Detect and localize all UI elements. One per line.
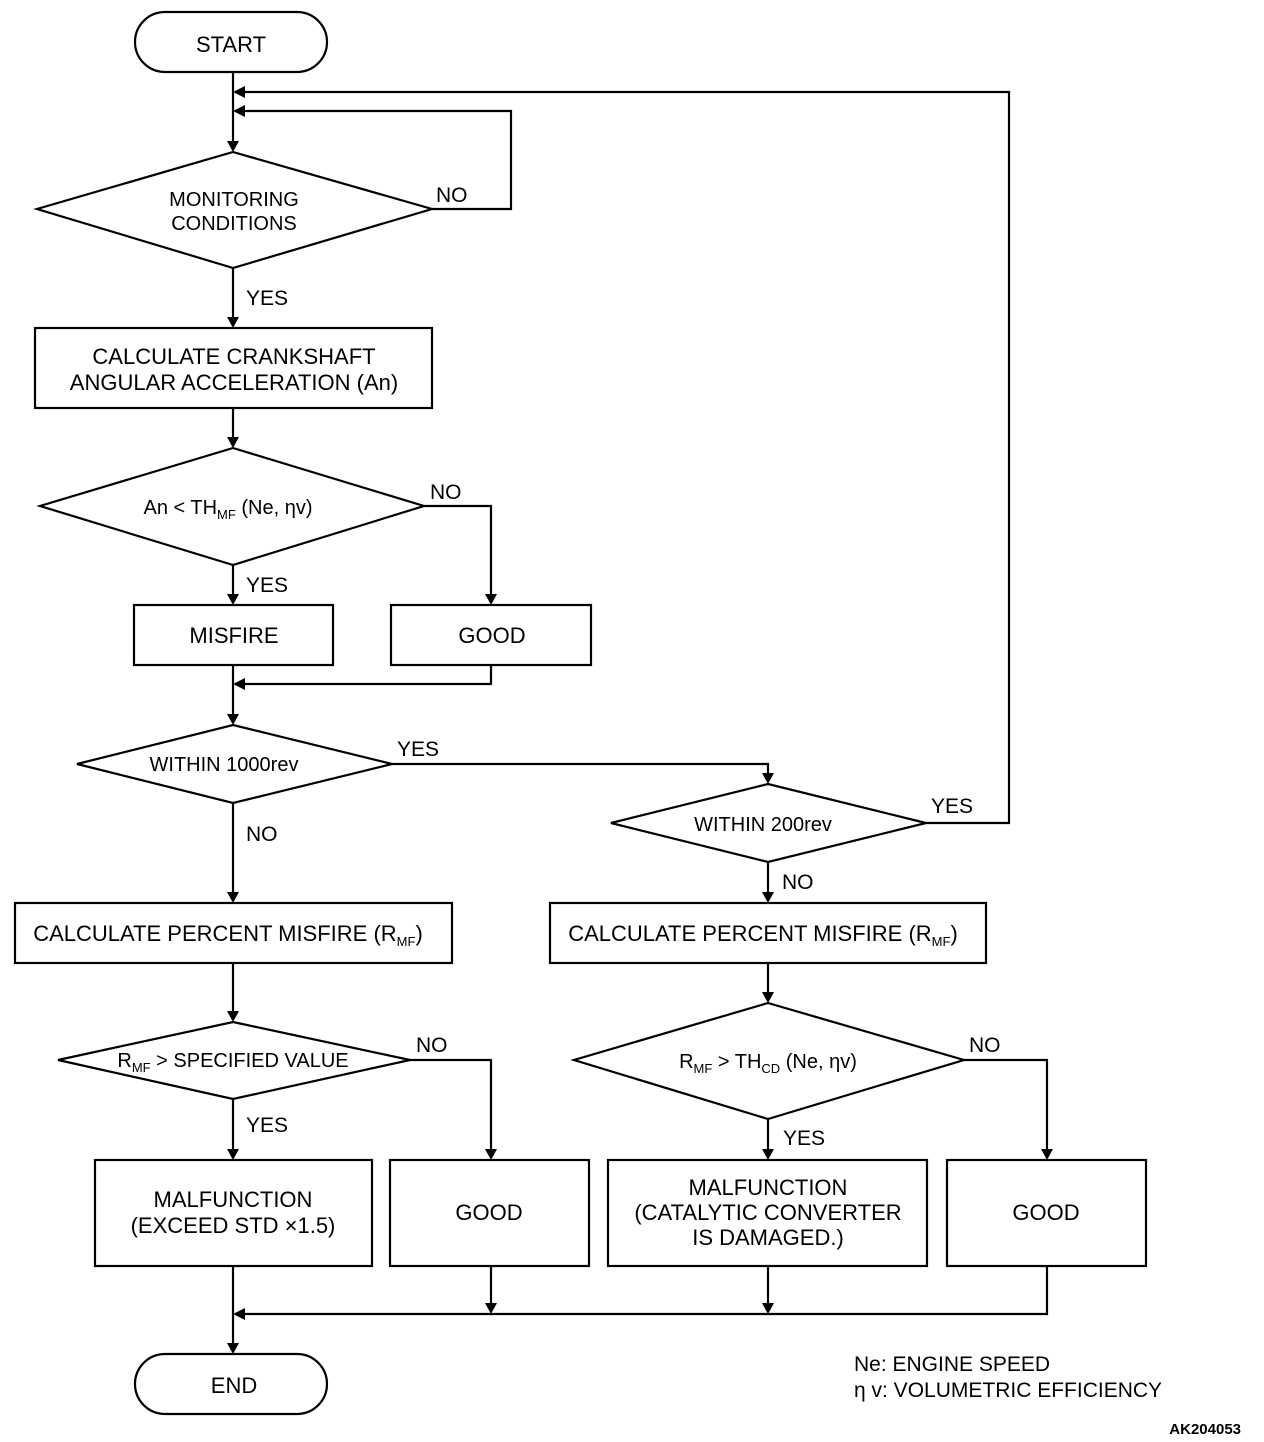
cond-spec-decision [57,1020,411,1101]
label-an-yes: YES [246,574,288,597]
edge-spec-no [410,1058,493,1150]
legend: Ne: ENGINE SPEED η v: VOLUMETRIC EFFICIE… [854,1353,1241,1438]
arrow-good1-merge [233,678,245,690]
malfunction-right-box [606,1158,929,1268]
calc-pct-left-box [13,901,454,965]
edge-good1-merge [243,665,493,686]
label-spec-yes: YES [246,1114,288,1137]
arrow-into-misfire [227,594,239,605]
arrow-into-malf-right [762,1149,774,1160]
arrow-into-good-3 [1041,1149,1053,1160]
malfunction-left-line1: MALFUNCTION [154,1187,313,1212]
label-w1000-no: NO [246,823,278,846]
arrow-loop-monitor-join [233,105,245,117]
arrow-into-w200 [762,773,774,784]
monitoring-decision [33,150,436,270]
good-box-1 [389,603,593,667]
label-thcd-yes: YES [783,1127,825,1150]
label-w200-yes: YES [931,795,973,818]
arrow-loop-200-join [233,86,245,98]
arrow-into-good-2 [485,1149,497,1160]
edge-w1000-yes [392,762,770,774]
cond-thcd-label: RMF > THCD (Ne, ηv) [679,1051,857,1076]
good-box-2 [388,1158,591,1268]
edge-labels: NO YES NO YES YES NO YES NO NO YES NO YE… [246,184,1001,1150]
end-label: END [211,1373,257,1398]
arrow-into-end [227,1343,239,1354]
arrow-into-cond-thcd [762,992,774,1003]
figure-code: AK204053 [1169,1421,1241,1438]
calc-pct-left-label: CALCULATE PERCENT MISFIRE (RMF) [33,921,423,949]
label-monitoring-yes: YES [246,287,288,310]
arrow-into-malf-left [227,1149,239,1160]
monitoring-label-line1: MONITORING [169,189,299,211]
within-200-decision [610,782,927,864]
cond-an-label: An < THMF (Ne, ηv) [143,497,312,522]
label-monitoring-no: NO [436,184,468,207]
edge-bottom-merge [243,1266,1049,1316]
within-1000-label: WITHIN 1000rev [150,754,299,776]
malfunction-right-line3: IS DAMAGED.) [692,1225,844,1250]
cond-an-decision [36,446,428,567]
arrow-into-cond-an [227,437,239,448]
label-w200-no: NO [782,871,814,894]
malfunction-left-box [93,1158,374,1268]
arrow-good2-down [485,1303,497,1314]
within-200-label: WITHIN 200rev [694,814,832,836]
end-terminal [133,1352,329,1416]
calc-pct-right-box [548,901,988,965]
arrow-into-calc-pct-right [762,892,774,903]
edge-an-no [424,504,493,595]
misfire-label: MISFIRE [189,623,278,648]
arrow-malf-right-down [762,1303,774,1314]
calc-accel-line1: CALCULATE CRANKSHAFT [92,344,375,369]
arrow-into-cond-spec [227,1011,239,1022]
good-label-2: GOOD [455,1200,522,1225]
label-thcd-no: NO [969,1034,1001,1057]
arrow-bottom-merge [233,1308,245,1320]
edges [227,72,1053,1354]
nodes: START MONITORING CONDITIONS CALCULATE CR… [13,10,1148,1416]
malfunction-right-line2: (CATALYTIC CONVERTER [634,1200,901,1225]
edge-monitoring-no-loop [243,109,513,211]
calc-accel-box [33,326,434,410]
misfire-box [132,603,335,667]
monitoring-label-line2: CONDITIONS [171,213,297,235]
malfunction-right-line1: MALFUNCTION [689,1175,848,1200]
good-label-3: GOOD [1012,1200,1079,1225]
start-label: START [196,32,266,57]
start-terminal [133,10,329,74]
arrow-into-monitoring [227,141,239,152]
good-box-3 [945,1158,1148,1268]
label-an-no: NO [430,481,462,504]
label-w1000-yes: YES [397,738,439,761]
cond-thcd-decision [570,1001,968,1121]
arrow-into-calc-pct-left [227,892,239,903]
edge-w200-yes-loop [243,90,1011,825]
legend-ne: Ne: ENGINE SPEED [854,1353,1050,1376]
calc-pct-right-label: CALCULATE PERCENT MISFIRE (RMF) [568,921,958,949]
calc-accel-line2: ANGULAR ACCELERATION (An) [70,370,398,395]
legend-eta: η v: VOLUMETRIC EFFICIENCY [854,1379,1162,1402]
arrow-into-good-1 [485,594,497,605]
edge-thcd-no [964,1058,1049,1150]
malfunction-left-line2: (EXCEED STD ×1.5) [131,1213,336,1238]
good-label-1: GOOD [458,623,525,648]
arrow-into-calc-accel [227,317,239,328]
cond-spec-label: RMF > SPECIFIED VALUE [117,1050,348,1075]
within-1000-decision [76,723,393,805]
label-spec-no: NO [416,1034,448,1057]
arrow-into-w1000 [227,714,239,725]
